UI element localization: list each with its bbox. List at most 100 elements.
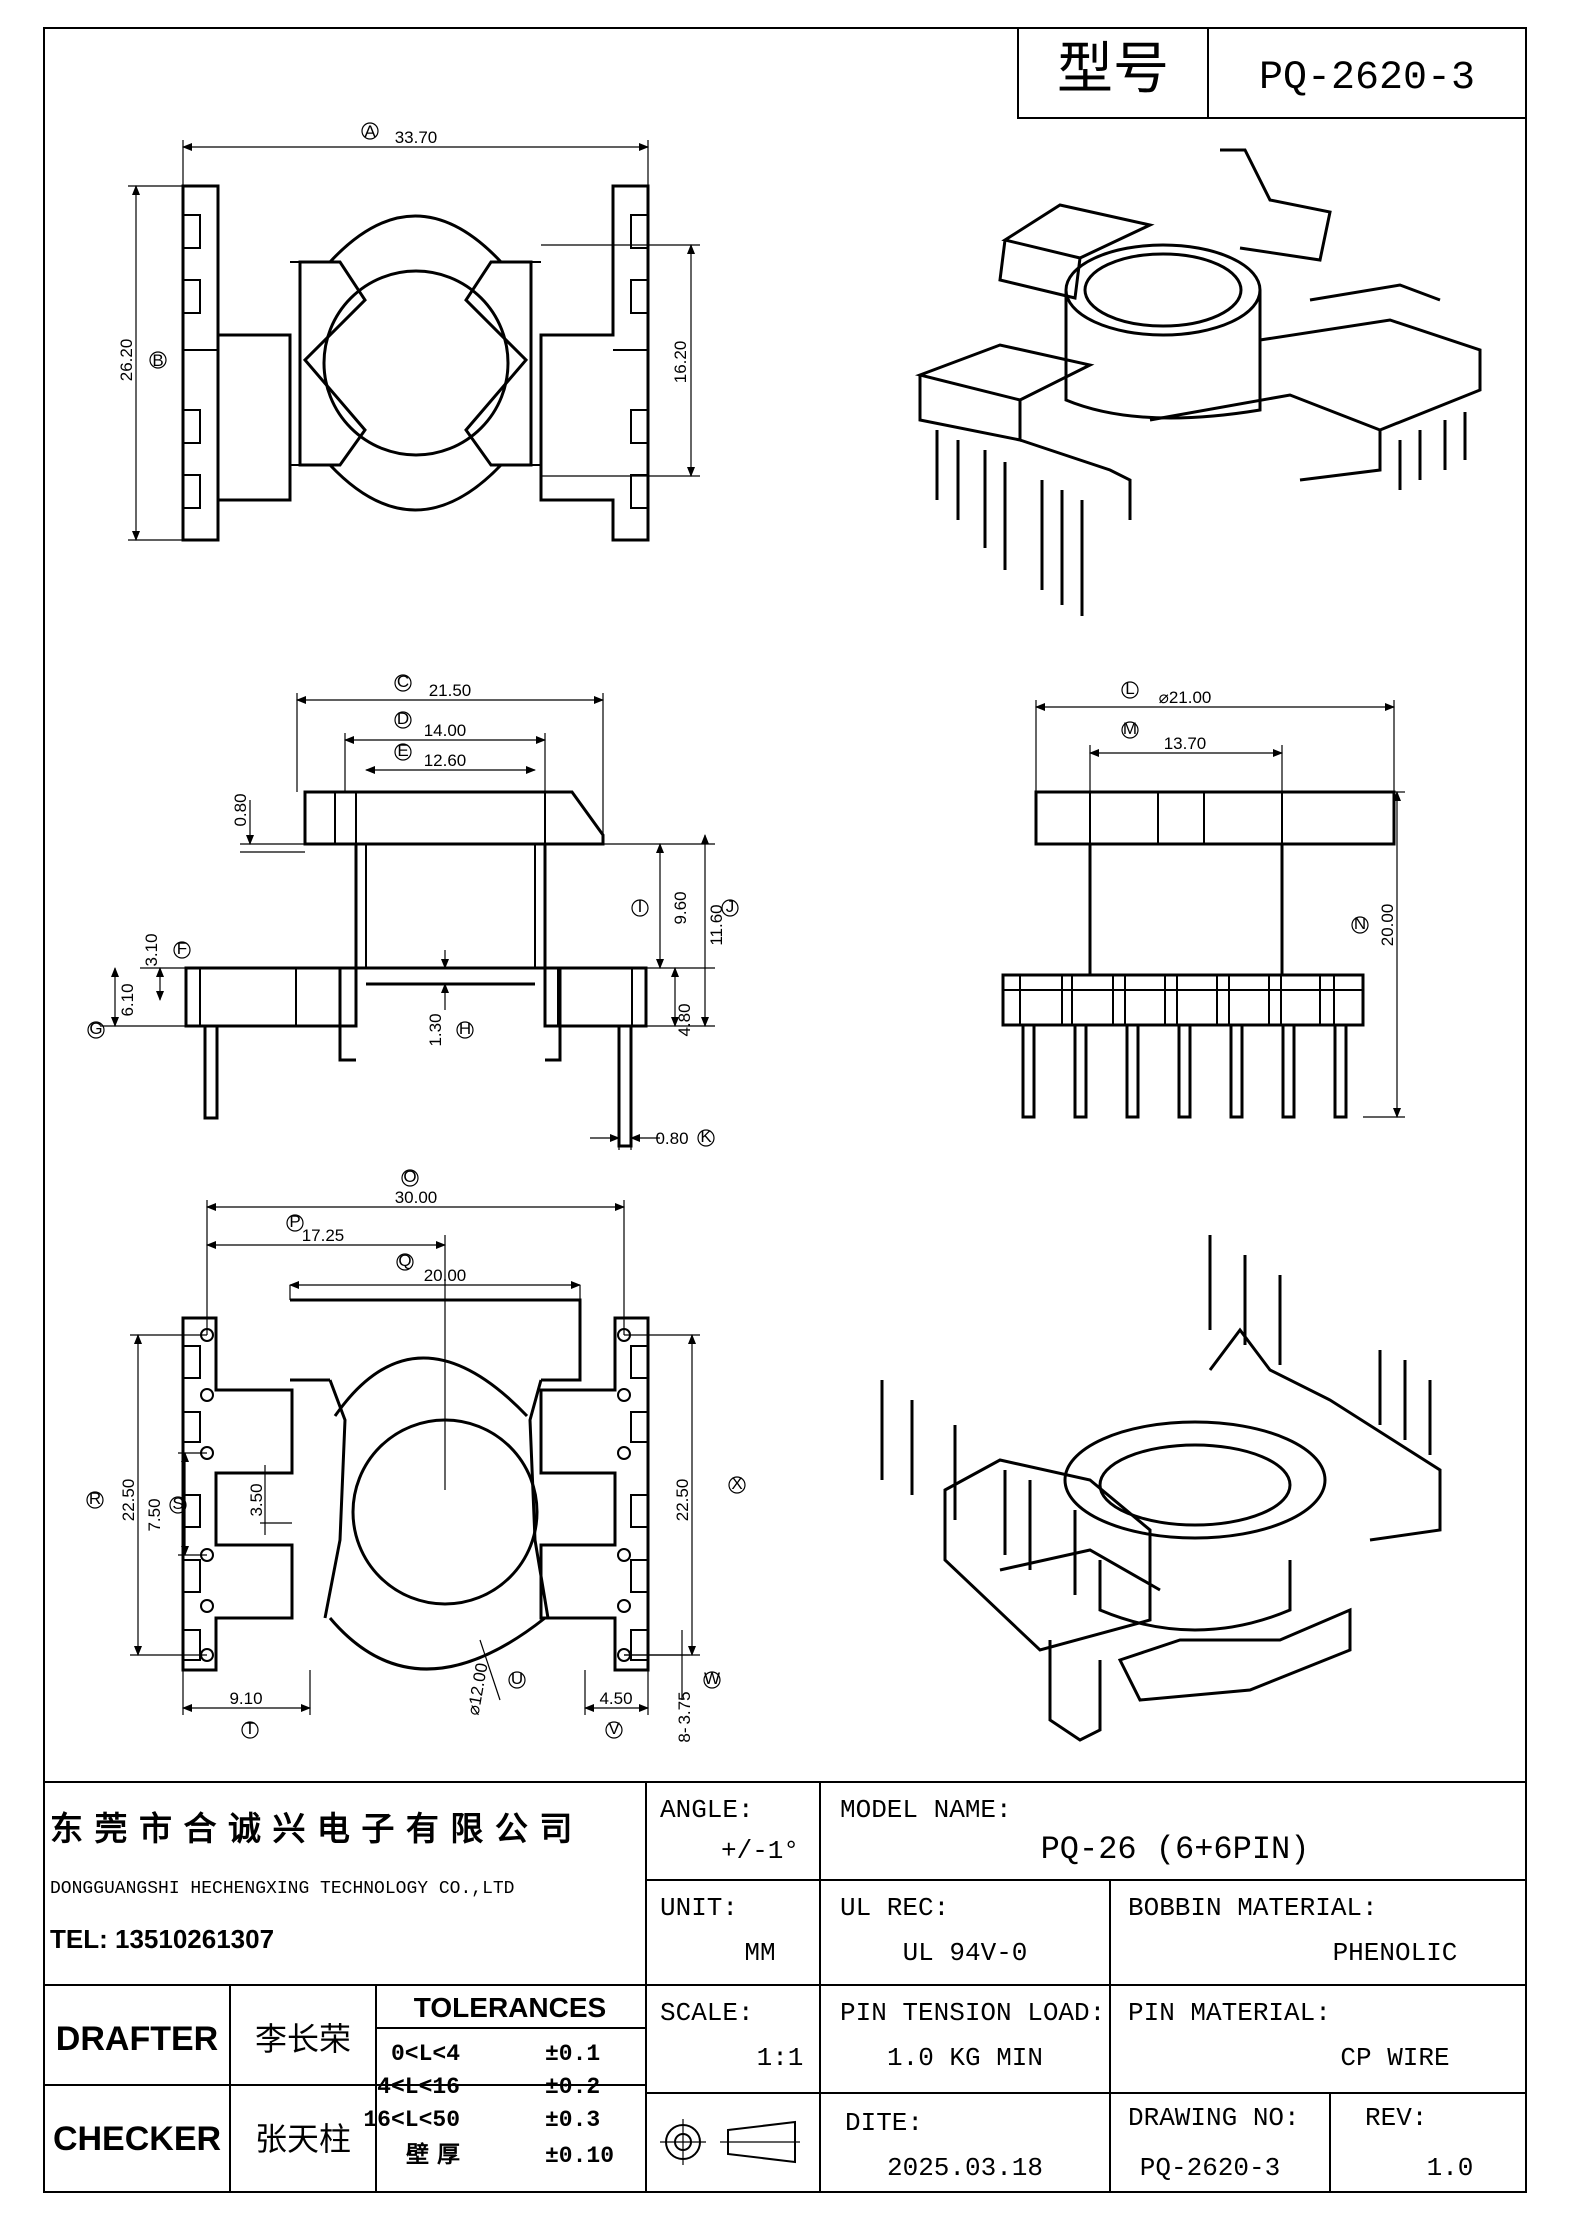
tag-C: C — [397, 672, 409, 691]
pin-tension-label: PIN TENSION LOAD: — [840, 1998, 1105, 2028]
dim-3-50: 3.50 — [247, 1483, 266, 1516]
dim-12-60: 12.60 — [424, 751, 467, 770]
tag-O: O — [403, 1167, 416, 1186]
tolerance-value: ±0.3 — [545, 2107, 600, 2133]
pin-material-value: CP WIRE — [1340, 2043, 1449, 2073]
drafter-label: DRAFTER — [56, 2020, 218, 2058]
ul-rec-label: UL REC: — [840, 1893, 949, 1923]
tag-U: U — [511, 1669, 523, 1688]
dim-dia-21-00: ⌀21.00 — [1159, 688, 1212, 707]
dim-6-10: 6.10 — [118, 983, 137, 1016]
model-name-value: PQ-26 (6+6PIN) — [1041, 1831, 1310, 1868]
scale-value: 1:1 — [757, 2043, 804, 2073]
tolerance-value: ±0.10 — [545, 2143, 614, 2169]
scale-label: SCALE: — [660, 1998, 754, 2028]
dim-9-60: 9.60 — [671, 891, 690, 924]
dim-33-70: 33.70 — [395, 128, 438, 147]
dim-4-80: 4.80 — [675, 1003, 694, 1036]
tag-J: J — [726, 897, 735, 916]
tag-I: I — [638, 897, 643, 916]
rev-value: 1.0 — [1427, 2153, 1474, 2183]
dim-4-50: 4.50 — [599, 1689, 632, 1708]
company-name-en: DONGGUANGSHI HECHENGXING TECHNOLOGY CO.,… — [50, 1879, 514, 1899]
isometric-view-bottom — [880, 1235, 1442, 1742]
rev-label: REV: — [1365, 2103, 1427, 2133]
tolerance-range: 壁 厚 — [406, 2141, 460, 2168]
company-name-cn: 东 莞 市 合 诚 兴 电 子 有 限 公 司 — [50, 1809, 572, 1848]
unit-label: UNIT: — [660, 1893, 738, 1923]
date-value: 2025.03.18 — [887, 2153, 1043, 2183]
checker-name: 张天柱 — [255, 2120, 351, 2158]
dim-22-50-right: 22.50 — [673, 1479, 692, 1522]
dim-30-00: 30.00 — [395, 1188, 438, 1207]
tolerance-rows: 0<L<4±0.14<L<16±0.216<L<50±0.3壁 厚±0.10 — [363, 2041, 614, 2169]
dim-26-20: 26.20 — [117, 339, 136, 382]
tolerances-title: TOLERANCES — [414, 1992, 606, 2023]
bobbin-material-value: PHENOLIC — [1333, 1938, 1458, 1968]
tag-B: B — [152, 351, 163, 370]
drawing-border — [43, 27, 1527, 2193]
dim-dia-12-00: ⌀12.00 — [464, 1661, 492, 1716]
top-view: 33.70 A 26.20 B 16.20 — [117, 122, 700, 542]
tag-S: S — [172, 1494, 183, 1513]
drawing-no-value: PQ-2620-3 — [1140, 2153, 1280, 2183]
dim-7-50: 7.50 — [145, 1498, 164, 1531]
tag-A: A — [364, 122, 376, 141]
tag-F: F — [177, 939, 187, 958]
dim-20-00-bottom: 20.00 — [424, 1266, 467, 1285]
title-block: 东 莞 市 合 诚 兴 电 子 有 限 公 司 DONGGUANGSHI HEC… — [44, 1781, 1526, 2192]
checker-label: CHECKER — [53, 2120, 221, 2158]
ul-rec-value: UL 94V-0 — [903, 1938, 1028, 1968]
tag-X: X — [731, 1474, 742, 1493]
dim-17-25: 17.25 — [302, 1226, 345, 1245]
dim-9-10: 9.10 — [229, 1689, 262, 1708]
tolerance-range: 0<L<4 — [391, 2041, 460, 2067]
isometric-view-top — [914, 148, 1482, 616]
dim-16-20: 16.20 — [671, 341, 690, 384]
bottom-view: 30.00 17.25 20.00 22.50 7.50 3.50 22.50 — [86, 1169, 746, 1743]
tag-K: K — [700, 1127, 712, 1146]
bobbin-material-label: BOBBIN MATERIAL: — [1128, 1893, 1378, 1923]
dim-pin-count: 8- — [675, 1727, 694, 1742]
type-header-box: 型号 PQ-2620-3 — [1017, 27, 1527, 119]
tag-G: G — [89, 1019, 102, 1038]
pin-material-label: PIN MATERIAL: — [1128, 1998, 1331, 2028]
front-view: 21.50 14.00 12.60 0.80 9.60 11.60 4.80 — [87, 674, 739, 1150]
dim-14-00: 14.00 — [424, 721, 467, 740]
tolerance-value: ±0.1 — [545, 2041, 600, 2067]
type-value: PQ-2620-3 — [1259, 56, 1475, 101]
drafter-name: 李长荣 — [255, 2020, 351, 2058]
tag-L: L — [1125, 679, 1134, 698]
tag-V: V — [608, 1719, 620, 1738]
angle-label: ANGLE: — [660, 1795, 754, 1825]
tolerance-value: ±0.2 — [545, 2074, 600, 2100]
tag-Q: Q — [398, 1251, 411, 1270]
dim-0-80-top: 0.80 — [231, 793, 250, 826]
tag-W: W — [704, 1669, 720, 1688]
tag-T: T — [245, 1719, 255, 1738]
tag-N: N — [1354, 914, 1366, 933]
type-label: 型号 — [1057, 37, 1169, 102]
model-name-label: MODEL NAME: — [840, 1795, 1012, 1825]
tag-R: R — [89, 1489, 101, 1508]
tag-P: P — [289, 1212, 300, 1231]
dim-20-00: 20.00 — [1378, 904, 1397, 947]
tag-D: D — [397, 709, 409, 728]
drawing-no-label: DRAWING NO: — [1128, 2103, 1300, 2133]
dim-21-50: 21.50 — [429, 681, 472, 700]
dim-1-30: 1.30 — [426, 1013, 445, 1046]
tolerance-range: 4<L<16 — [377, 2074, 460, 2100]
side-view: ⌀21.00 13.70 20.00 — [1001, 681, 1405, 1119]
tag-E: E — [397, 741, 408, 760]
dim-13-70: 13.70 — [1164, 734, 1207, 753]
dim-22-50-left: 22.50 — [119, 1479, 138, 1522]
dim-0-80-pin: 0.80 — [655, 1129, 688, 1148]
angle-value: +/-1° — [721, 1836, 799, 1866]
tag-H: H — [459, 1019, 471, 1038]
dim-3-75: 3.75 — [675, 1691, 694, 1724]
date-label: DITE: — [845, 2108, 923, 2138]
dim-3-10: 3.10 — [142, 933, 161, 966]
company-tel: TEL: 13510261307 — [50, 1924, 274, 1954]
